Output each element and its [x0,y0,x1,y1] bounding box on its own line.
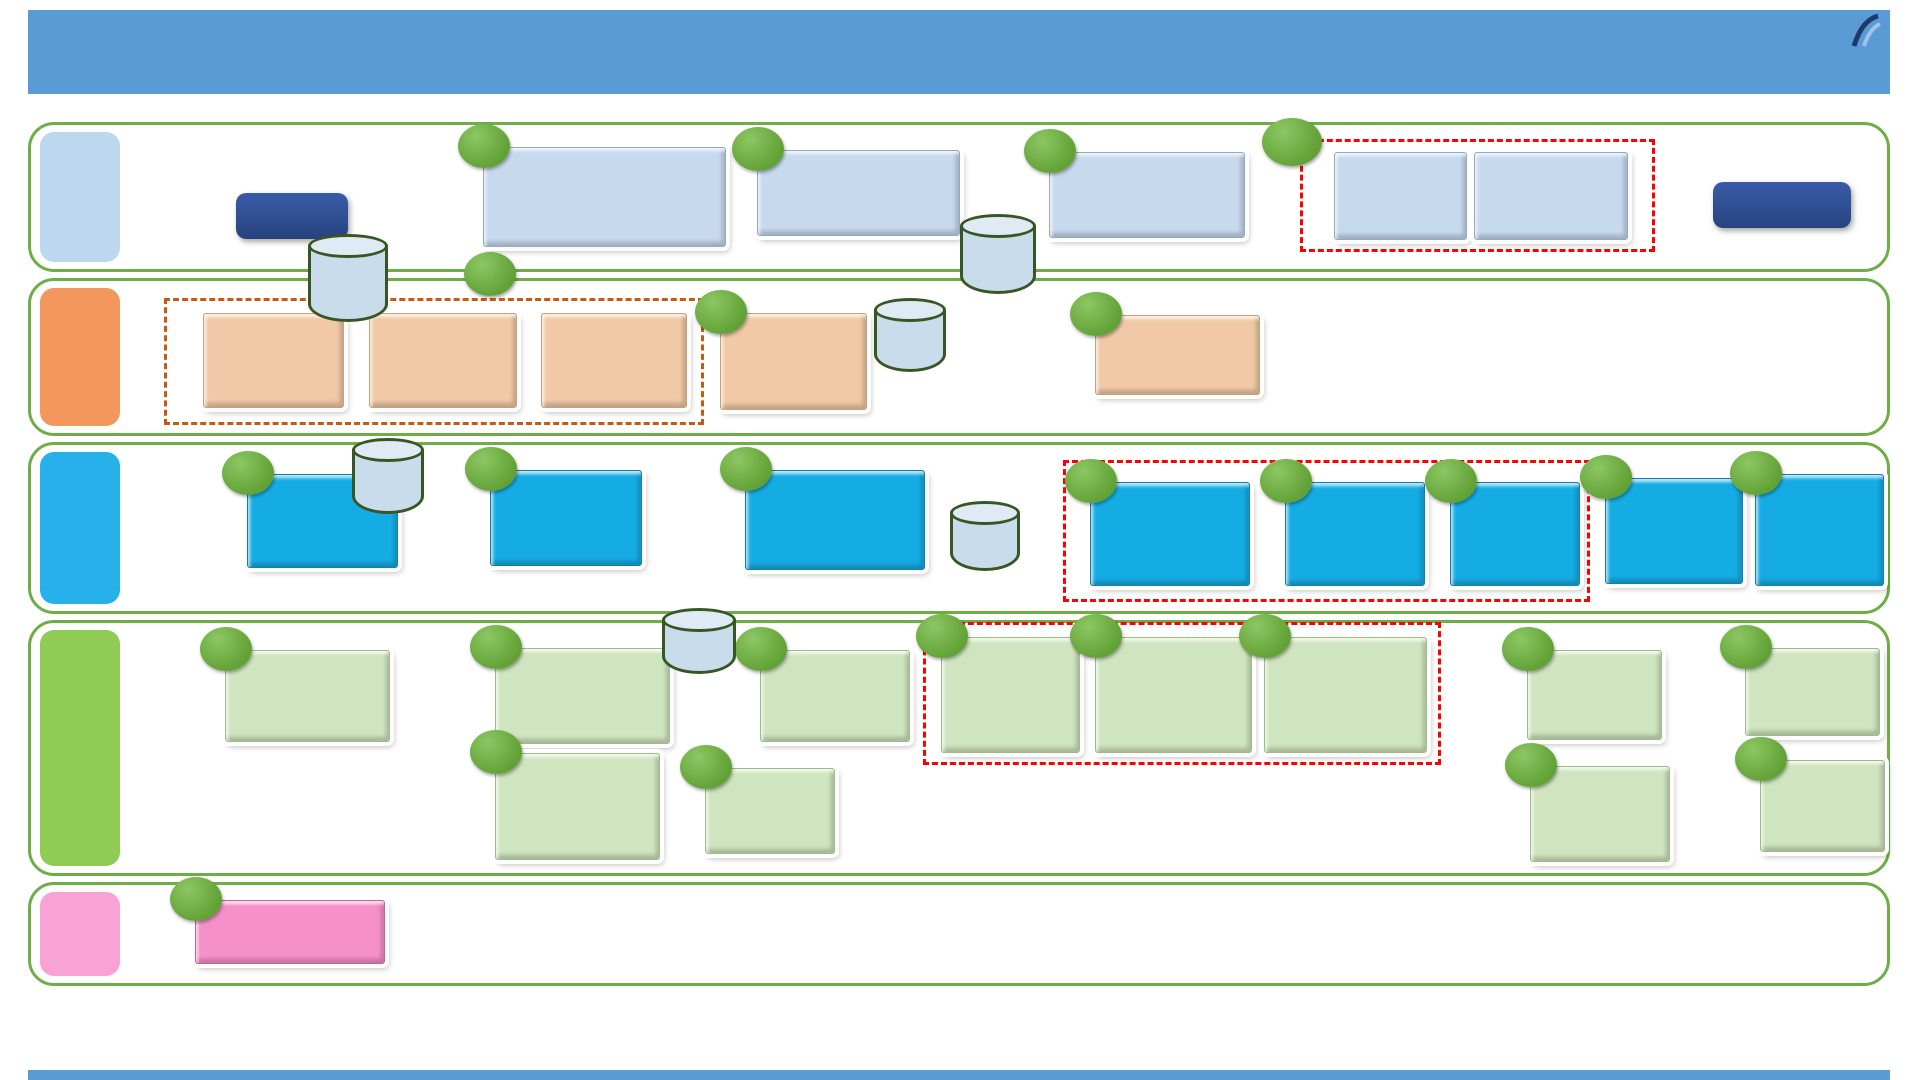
start-terminal[interactable] [236,193,348,239]
step-badge [695,290,747,334]
process-contract-management[interactable] [465,447,642,566]
group-badge-year-end-group [1262,118,1322,166]
process-late-penalty-record[interactable] [200,627,390,742]
process-goods-receipt[interactable] [720,447,925,570]
cylinder-label [662,624,736,674]
process-material-requisition[interactable] [1070,292,1260,395]
step-badge [1239,614,1291,658]
cylinder-top [308,234,388,258]
pr-commit-db [874,298,946,372]
footer-bar [28,1070,1890,1080]
process-purchase-request[interactable] [695,290,867,410]
lane-label-budget-team [40,132,120,262]
process-procurement[interactable] [222,451,398,568]
step-badge [1580,455,1632,499]
step-badge [1720,625,1772,669]
lane-label-staff [40,288,120,426]
step-badge [1070,614,1122,658]
lane-label-sales-team [40,892,120,976]
process-asset-under-construction-transfer[interactable] [1239,614,1427,753]
step-badge [170,877,222,921]
step-badge [1260,459,1312,503]
process-payable-credit-note[interactable] [735,627,910,742]
step-badge [1065,459,1117,503]
staff-request-group [164,298,704,425]
process-sales[interactable] [170,877,385,964]
process-asset-master-edit[interactable] [1070,614,1252,753]
stock-db [950,501,1020,571]
asset-ops-group [923,622,1441,765]
step-badge [200,627,252,671]
cylinder-body [308,246,388,322]
process-bank-reconciliation[interactable] [1505,743,1670,862]
process-monthly-closing[interactable] [1720,625,1880,736]
process-receivable-credit-note[interactable] [680,745,835,854]
cylinder-label [960,230,1036,294]
step-badge [1502,627,1554,671]
cylinder-label [308,250,388,322]
process-material-return[interactable] [1425,459,1580,586]
process-year-end-close-balance[interactable] [1474,152,1628,240]
process-year-end-close-commitment[interactable] [1334,152,1467,240]
process-asset-management[interactable] [916,614,1080,753]
process-expense-liability-record[interactable] [470,625,670,744]
cylinder-top [874,298,946,322]
process-advance-loan[interactable] [369,313,517,408]
step-badge [458,124,510,168]
step-badge [1505,743,1557,787]
process-warehouse-transfer[interactable] [1260,459,1425,586]
cylinder-top [352,438,424,462]
budget-db [960,214,1036,294]
step-badge [470,625,522,669]
process-allocate-budget-frame[interactable] [458,124,726,247]
cylinder-label [950,517,1020,571]
title-bar [28,10,1890,94]
process-payment[interactable] [1502,627,1662,740]
step-badge [732,127,784,171]
step-badge [1024,129,1076,173]
process-yearly-closing[interactable] [1735,737,1885,852]
process-budget-transfer[interactable] [732,127,960,236]
cylinder-label [352,454,424,514]
process-annual-asset-count[interactable] [1730,451,1884,586]
actual-db [662,608,736,674]
process-loan-clearing[interactable] [541,313,687,408]
step-badge [1425,459,1477,503]
cylinder-label [874,314,946,372]
end-terminal[interactable] [1713,182,1851,228]
step-badge [1735,737,1787,781]
step-badge [680,745,732,789]
cylinder-top [960,214,1036,238]
lane-label-procurement-team [40,452,120,604]
step-badge [720,447,772,491]
group-badge-staff-request-group [464,252,516,296]
process-receipt-without-po[interactable] [1065,459,1250,586]
process-revenue-receivable-record[interactable] [470,730,660,860]
step-badge [465,447,517,491]
process-budget-frame-revision[interactable] [1024,129,1245,238]
cylinder-top [662,608,736,632]
year-end-group [1300,139,1655,252]
cylinder-top [950,501,1020,525]
process-disbursement[interactable] [203,313,344,408]
process-annual-material-count[interactable] [1580,455,1743,584]
step-badge [735,627,787,671]
po-commit-db [352,438,424,514]
exav-commit-db [308,234,388,322]
step-badge [1070,292,1122,336]
step-badge [916,614,968,658]
step-badge [1730,451,1782,495]
step-badge [470,730,522,774]
nstda-swoosh-icon [1851,13,1881,47]
warehouse-ops-group [1063,460,1590,602]
lane-label-finance-team [40,630,120,866]
step-badge [222,451,274,495]
